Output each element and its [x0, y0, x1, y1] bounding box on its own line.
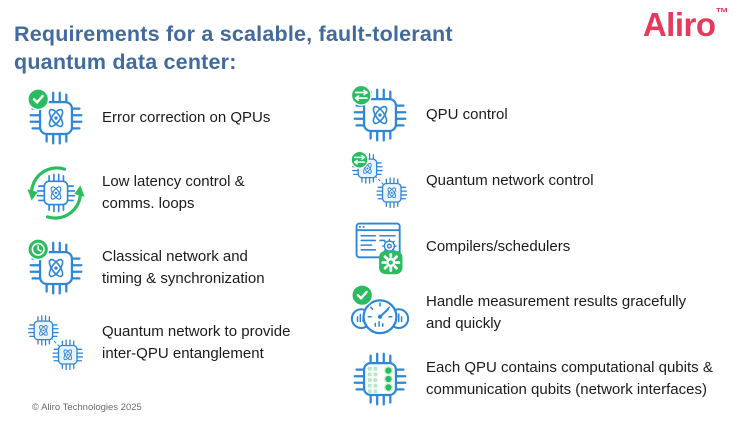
list-item-label: Low latency control & comms. loops [102, 172, 245, 212]
list-item: Handle measurement results gracefully an… [350, 280, 713, 346]
list-item-label: Quantum network to provide inter-QPU ent… [102, 322, 291, 362]
compiler-gear-icon [350, 217, 410, 277]
list-item-label: Handle measurement results gracefully an… [426, 293, 687, 332]
chip-qubits-icon [350, 349, 410, 409]
chip-clock-icon [26, 237, 86, 298]
list-item-label: Compilers/schedulers [426, 238, 571, 256]
aliro-logo: Aliro™ [642, 5, 729, 43]
list-item: Error correction on QPUs [26, 80, 290, 155]
list-item: Each QPU contains computational qubits &… [350, 346, 713, 412]
list-item-label: Error correction on QPUs [102, 108, 271, 126]
gauges-check-icon [350, 283, 410, 343]
list-item-label: Classical network and timing & synchroni… [102, 247, 265, 287]
list-item-label: Each QPU contains computational qubits &… [426, 359, 713, 398]
list-item-label: QPU control [426, 106, 508, 124]
list-item: QPU control [350, 82, 713, 148]
list-item: Classical network and timing & synchroni… [26, 230, 290, 305]
chip-sliders-icon [350, 85, 410, 145]
copyright: © Aliro Technologies 2025 [32, 402, 142, 413]
list-item: Low latency control & comms. loops [26, 155, 290, 230]
logo-text: Aliro [642, 6, 716, 43]
chip-network-sliders-icon [350, 151, 410, 211]
chip-loop-icon [26, 163, 86, 223]
list-item-label: Quantum network control [426, 172, 594, 190]
list-item: Compilers/schedulers [350, 214, 713, 280]
list-item: Quantum network to provide inter-QPU ent… [26, 305, 290, 380]
chip-network-icon [26, 313, 86, 373]
logo-trademark: ™ [715, 5, 729, 20]
page-title: Requirements for a scalable, fault-toler… [14, 22, 453, 75]
list-item: Quantum network control [350, 148, 713, 214]
chip-check-icon [26, 87, 86, 148]
